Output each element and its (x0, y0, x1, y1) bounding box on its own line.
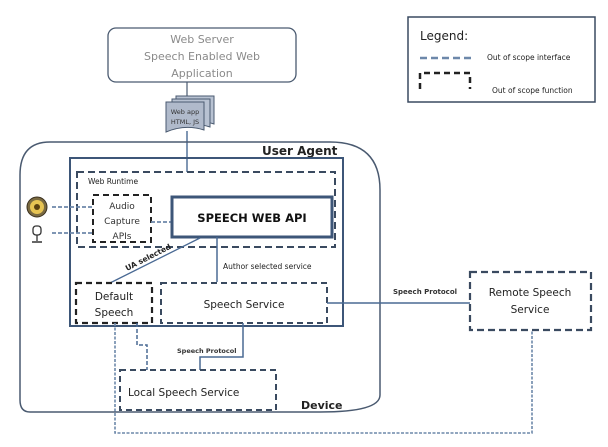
audio-capture-line1: Audio (109, 202, 135, 212)
audio-capture-line3: APIs (113, 232, 132, 242)
legend-title: Legend: (420, 29, 468, 43)
web-app-line2: HTML, JS (171, 118, 199, 126)
ua-selected-link (109, 237, 201, 284)
web-runtime-box (76, 171, 336, 248)
default-speech-line1: Default (95, 291, 133, 303)
remote-protocol-label: Speech Protocol (393, 288, 457, 296)
remote-speech-line2: Service (511, 304, 550, 316)
default-speech-box (74, 281, 154, 325)
local-protocol-label: Speech Protocol (177, 347, 236, 355)
speech-service-label: Speech Service (204, 299, 285, 311)
service-local-link (199, 323, 244, 370)
web-app-document-icon (165, 95, 215, 133)
default-speech-line2: Speech (95, 307, 134, 319)
remote-speech-service-box (468, 270, 593, 332)
legend-box (407, 16, 596, 103)
speech-web-api-box (170, 195, 334, 239)
web-server-line1: Web Server (170, 33, 234, 46)
web-runtime-label: Web Runtime (88, 177, 138, 186)
user-agent-label: User Agent (262, 144, 338, 158)
default-remote-link (114, 323, 533, 434)
audio-capture-line2: Capture (104, 217, 140, 227)
author-selected-label: Author selected service (223, 262, 312, 271)
legend-function-label: Out of scope function (492, 86, 573, 95)
remote-speech-line1: Remote Speech (489, 287, 572, 299)
speaker-icon (26, 196, 48, 218)
device-label: Device (301, 399, 343, 412)
web-server-box (107, 27, 297, 83)
device-boundary (19, 141, 381, 413)
user-agent-box (69, 157, 344, 327)
web-server-line3: Application (171, 67, 232, 80)
web-app-line1: Web app (171, 108, 199, 116)
microphone-icon (32, 225, 42, 243)
local-speech-label: Local Speech Service (128, 387, 239, 399)
web-server-line2: Speech Enabled Web (144, 50, 260, 63)
speech-web-api-label: SPEECH WEB API (197, 211, 306, 225)
local-speech-service-box (119, 369, 277, 411)
default-local-link (136, 323, 148, 371)
legend-interface-label: Out of scope interface (487, 53, 571, 62)
legend-function-swatch (418, 71, 472, 89)
audio-capture-box (92, 194, 152, 243)
